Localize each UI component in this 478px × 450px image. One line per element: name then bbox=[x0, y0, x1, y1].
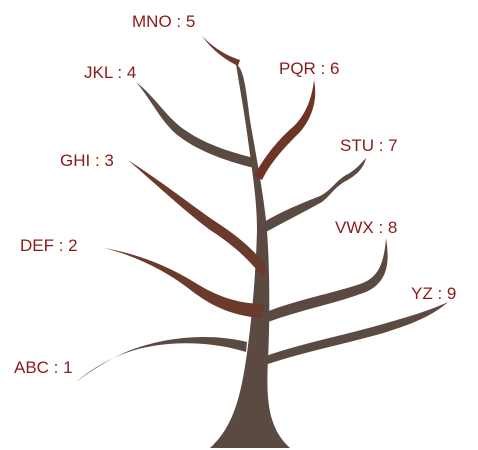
branch-mno bbox=[202, 36, 240, 66]
branch-vwx bbox=[266, 238, 388, 322]
label-yz: YZ : 9 bbox=[411, 284, 456, 303]
branch-def bbox=[104, 248, 264, 318]
branch-ghi bbox=[128, 160, 266, 278]
label-vwx: VWX : 8 bbox=[335, 218, 397, 237]
label-pqr: PQR : 6 bbox=[279, 59, 339, 78]
label-def: DEF : 2 bbox=[20, 236, 78, 255]
label-abc: ABC : 1 bbox=[14, 358, 73, 377]
branch-abc bbox=[76, 337, 247, 382]
branch-pqr bbox=[254, 80, 316, 180]
label-ghi: GHI : 3 bbox=[60, 151, 114, 170]
label-stu: STU : 7 bbox=[340, 136, 398, 155]
label-mno: MNO : 5 bbox=[132, 12, 195, 31]
branch-jkl bbox=[136, 82, 254, 168]
branch-yz bbox=[266, 302, 448, 364]
label-jkl: JKL : 4 bbox=[84, 63, 136, 82]
branch-stu bbox=[264, 158, 366, 232]
tree-trunk bbox=[210, 64, 290, 448]
